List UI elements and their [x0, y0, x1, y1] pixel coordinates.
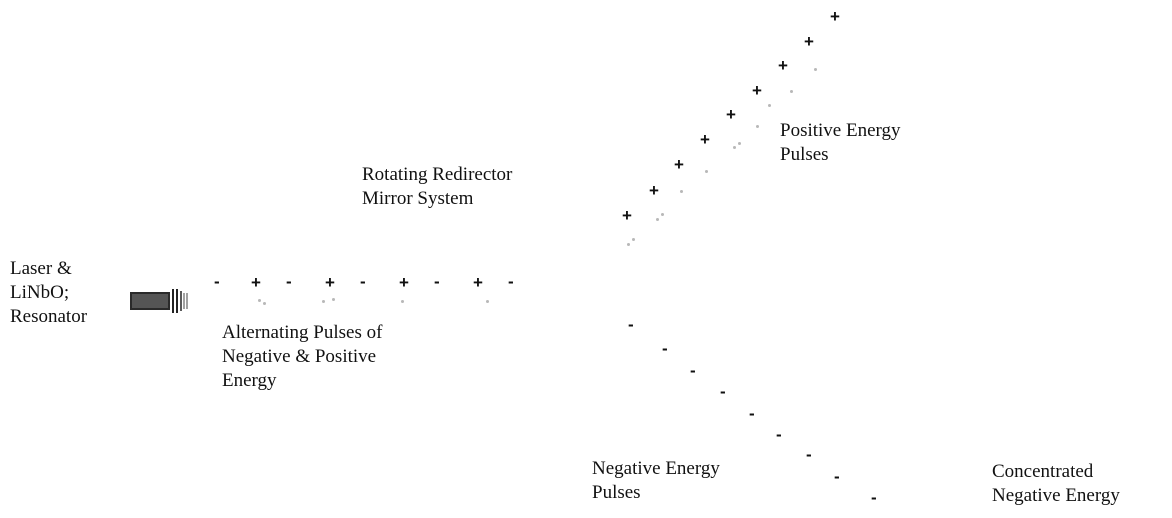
plus-pulse: + [473, 273, 483, 292]
speckle-mark [733, 146, 736, 149]
speckle-mark [756, 125, 759, 128]
label-line: Mirror System [362, 188, 474, 209]
speckle-mark [632, 238, 635, 241]
positive-pulse: + [830, 7, 840, 26]
positive-pulses-label: Positive Energy Pulses [780, 119, 901, 167]
label-line: Concentrated [992, 461, 1094, 482]
speckle-mark [680, 190, 683, 193]
plus-pulse: + [325, 273, 335, 292]
label-line: Pulses [592, 482, 641, 503]
positive-pulse: + [700, 130, 710, 149]
speckle-mark [332, 298, 335, 301]
label-line: Rotating Redirector [362, 164, 513, 185]
minus-pulse: - [360, 272, 366, 291]
speckle-mark [263, 302, 266, 305]
speckle-mark [790, 90, 793, 93]
negative-pulse: - [776, 425, 782, 444]
positive-pulse: + [622, 206, 632, 225]
positive-pulse: + [649, 181, 659, 200]
negative-pulse: - [628, 315, 634, 334]
positive-pulse: + [778, 56, 788, 75]
label-line: Energy [222, 370, 277, 391]
negative-pulses-label: Negative Energy Pulses [592, 457, 720, 505]
laser-body-inner [132, 294, 168, 308]
speckle-mark [258, 299, 261, 302]
speckle-mark [322, 300, 325, 303]
label-line: LiNbO; [10, 282, 70, 303]
minus-pulse: - [214, 272, 220, 291]
positive-pulse: + [804, 32, 814, 51]
negative-pulse: - [834, 467, 840, 486]
negative-pulse: - [662, 339, 668, 358]
mirror-system-label: Rotating Redirector Mirror System [362, 163, 512, 211]
negative-pulse: - [720, 382, 726, 401]
speckle-mark [661, 213, 664, 216]
negative-pulse: - [690, 361, 696, 380]
positive-pulse: + [674, 155, 684, 174]
label-line: Alternating Pulses of [222, 322, 383, 343]
speckle-mark [814, 68, 817, 71]
label-line: Negative Energy [992, 485, 1120, 506]
speckle-mark [627, 243, 630, 246]
label-line: Negative & Positive [222, 346, 377, 367]
plus-pulse: + [399, 273, 409, 292]
minus-pulse: - [286, 272, 292, 291]
label-line: Negative Energy [592, 458, 720, 479]
speckle-mark [768, 104, 771, 107]
label-line: Positive Energy [780, 120, 901, 141]
minus-pulse: - [434, 272, 440, 291]
minus-pulse: - [508, 272, 514, 291]
speckle-mark [738, 142, 741, 145]
alternating-pulses-label: Alternating Pulses of Negative & Positiv… [222, 321, 382, 393]
concentrated-negative-label: Concentrated Negative Energy [992, 460, 1120, 508]
negative-pulse: - [749, 404, 755, 423]
negative-pulse: - [871, 488, 877, 507]
speckle-mark [401, 300, 404, 303]
label-line: Resonator [10, 306, 88, 327]
positive-pulse: + [752, 81, 762, 100]
label-line: Laser & [10, 258, 72, 279]
plus-pulse: + [251, 273, 261, 292]
laser-resonator-label: Laser & LiNbO; Resonator [10, 257, 87, 329]
label-line: Pulses [780, 144, 829, 165]
positive-pulse: + [726, 105, 736, 124]
speckle-mark [486, 300, 489, 303]
negative-pulse: - [806, 445, 812, 464]
speckle-mark [705, 170, 708, 173]
speckle-mark [656, 218, 659, 221]
